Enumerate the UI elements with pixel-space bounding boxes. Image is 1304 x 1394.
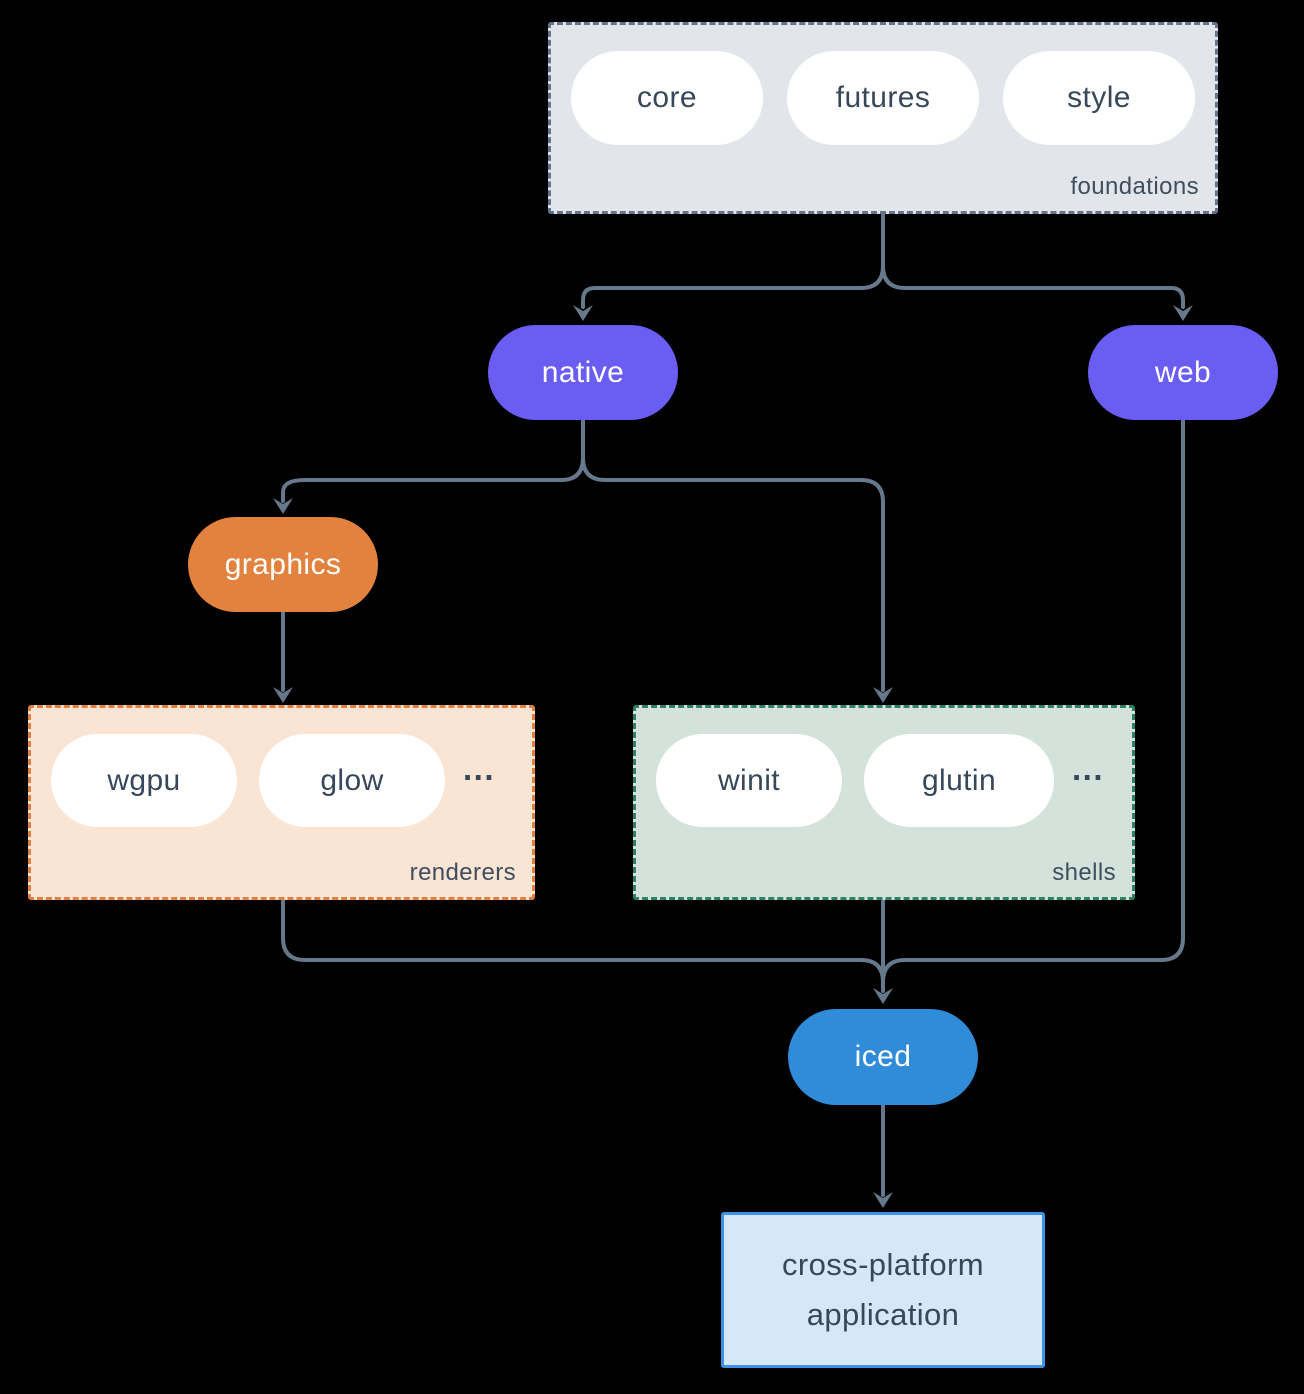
shells-group-label: shells — [1052, 859, 1116, 886]
connector-renderers-to-iced — [281, 898, 885, 984]
application-label-line1: cross-platform — [782, 1247, 984, 1282]
connector-web-to-iced — [881, 418, 1185, 984]
pill-glutin: glutin — [864, 734, 1054, 827]
pill-futures-label: futures — [835, 81, 931, 114]
arrowhead-into-graphics — [273, 498, 293, 514]
pill-core-label: core — [637, 81, 697, 114]
application-box: cross-platform application — [721, 1212, 1045, 1368]
foundations-group: core futures style foundations — [548, 22, 1218, 214]
connector-native-to-graphics — [281, 418, 585, 503]
pill-futures: futures — [787, 51, 979, 145]
connector-lines — [281, 211, 1185, 1197]
arrowhead-into-iced — [873, 988, 893, 1004]
arrowhead-into-web — [1173, 305, 1193, 321]
shells-group: winit glutin ... shells — [633, 705, 1135, 900]
arrowhead-into-application — [873, 1192, 893, 1208]
node-graphics-label: graphics — [224, 547, 342, 581]
renderers-group: wgpu glow ... renderers — [28, 705, 535, 900]
pill-wgpu-label: wgpu — [107, 763, 181, 797]
application-label-line2: application — [806, 1297, 960, 1332]
pill-glow-label: glow — [320, 763, 384, 797]
arrowhead-into-native — [573, 305, 593, 321]
pill-core: core — [571, 51, 763, 145]
pill-wgpu: wgpu — [51, 734, 237, 827]
arrowheads — [273, 305, 1193, 1208]
connector-foundations-to-web — [881, 264, 1185, 309]
pill-style-label: style — [1067, 81, 1131, 114]
arrowhead-into-renderers — [273, 687, 293, 703]
node-web: web — [1088, 325, 1278, 420]
node-graphics: graphics — [188, 517, 378, 612]
connector-foundations-to-native — [581, 211, 885, 309]
pill-winit: winit — [656, 734, 842, 827]
node-native: native — [488, 325, 678, 420]
node-web-label: web — [1154, 355, 1212, 389]
pill-glutin-label: glutin — [921, 763, 997, 797]
pill-winit-label: winit — [717, 763, 780, 797]
renderers-group-label: renderers — [409, 859, 516, 886]
node-iced-label: iced — [854, 1040, 912, 1073]
pill-style: style — [1003, 51, 1195, 145]
renderers-ellipsis: ... — [463, 750, 496, 787]
connector-native-to-shells — [581, 456, 885, 692]
foundations-group-label: foundations — [1070, 173, 1199, 200]
pill-glow: glow — [259, 734, 445, 827]
arrowhead-into-shells — [873, 687, 893, 703]
shells-ellipsis: ... — [1072, 750, 1105, 787]
node-native-label: native — [541, 355, 625, 389]
node-iced: iced — [788, 1009, 978, 1105]
